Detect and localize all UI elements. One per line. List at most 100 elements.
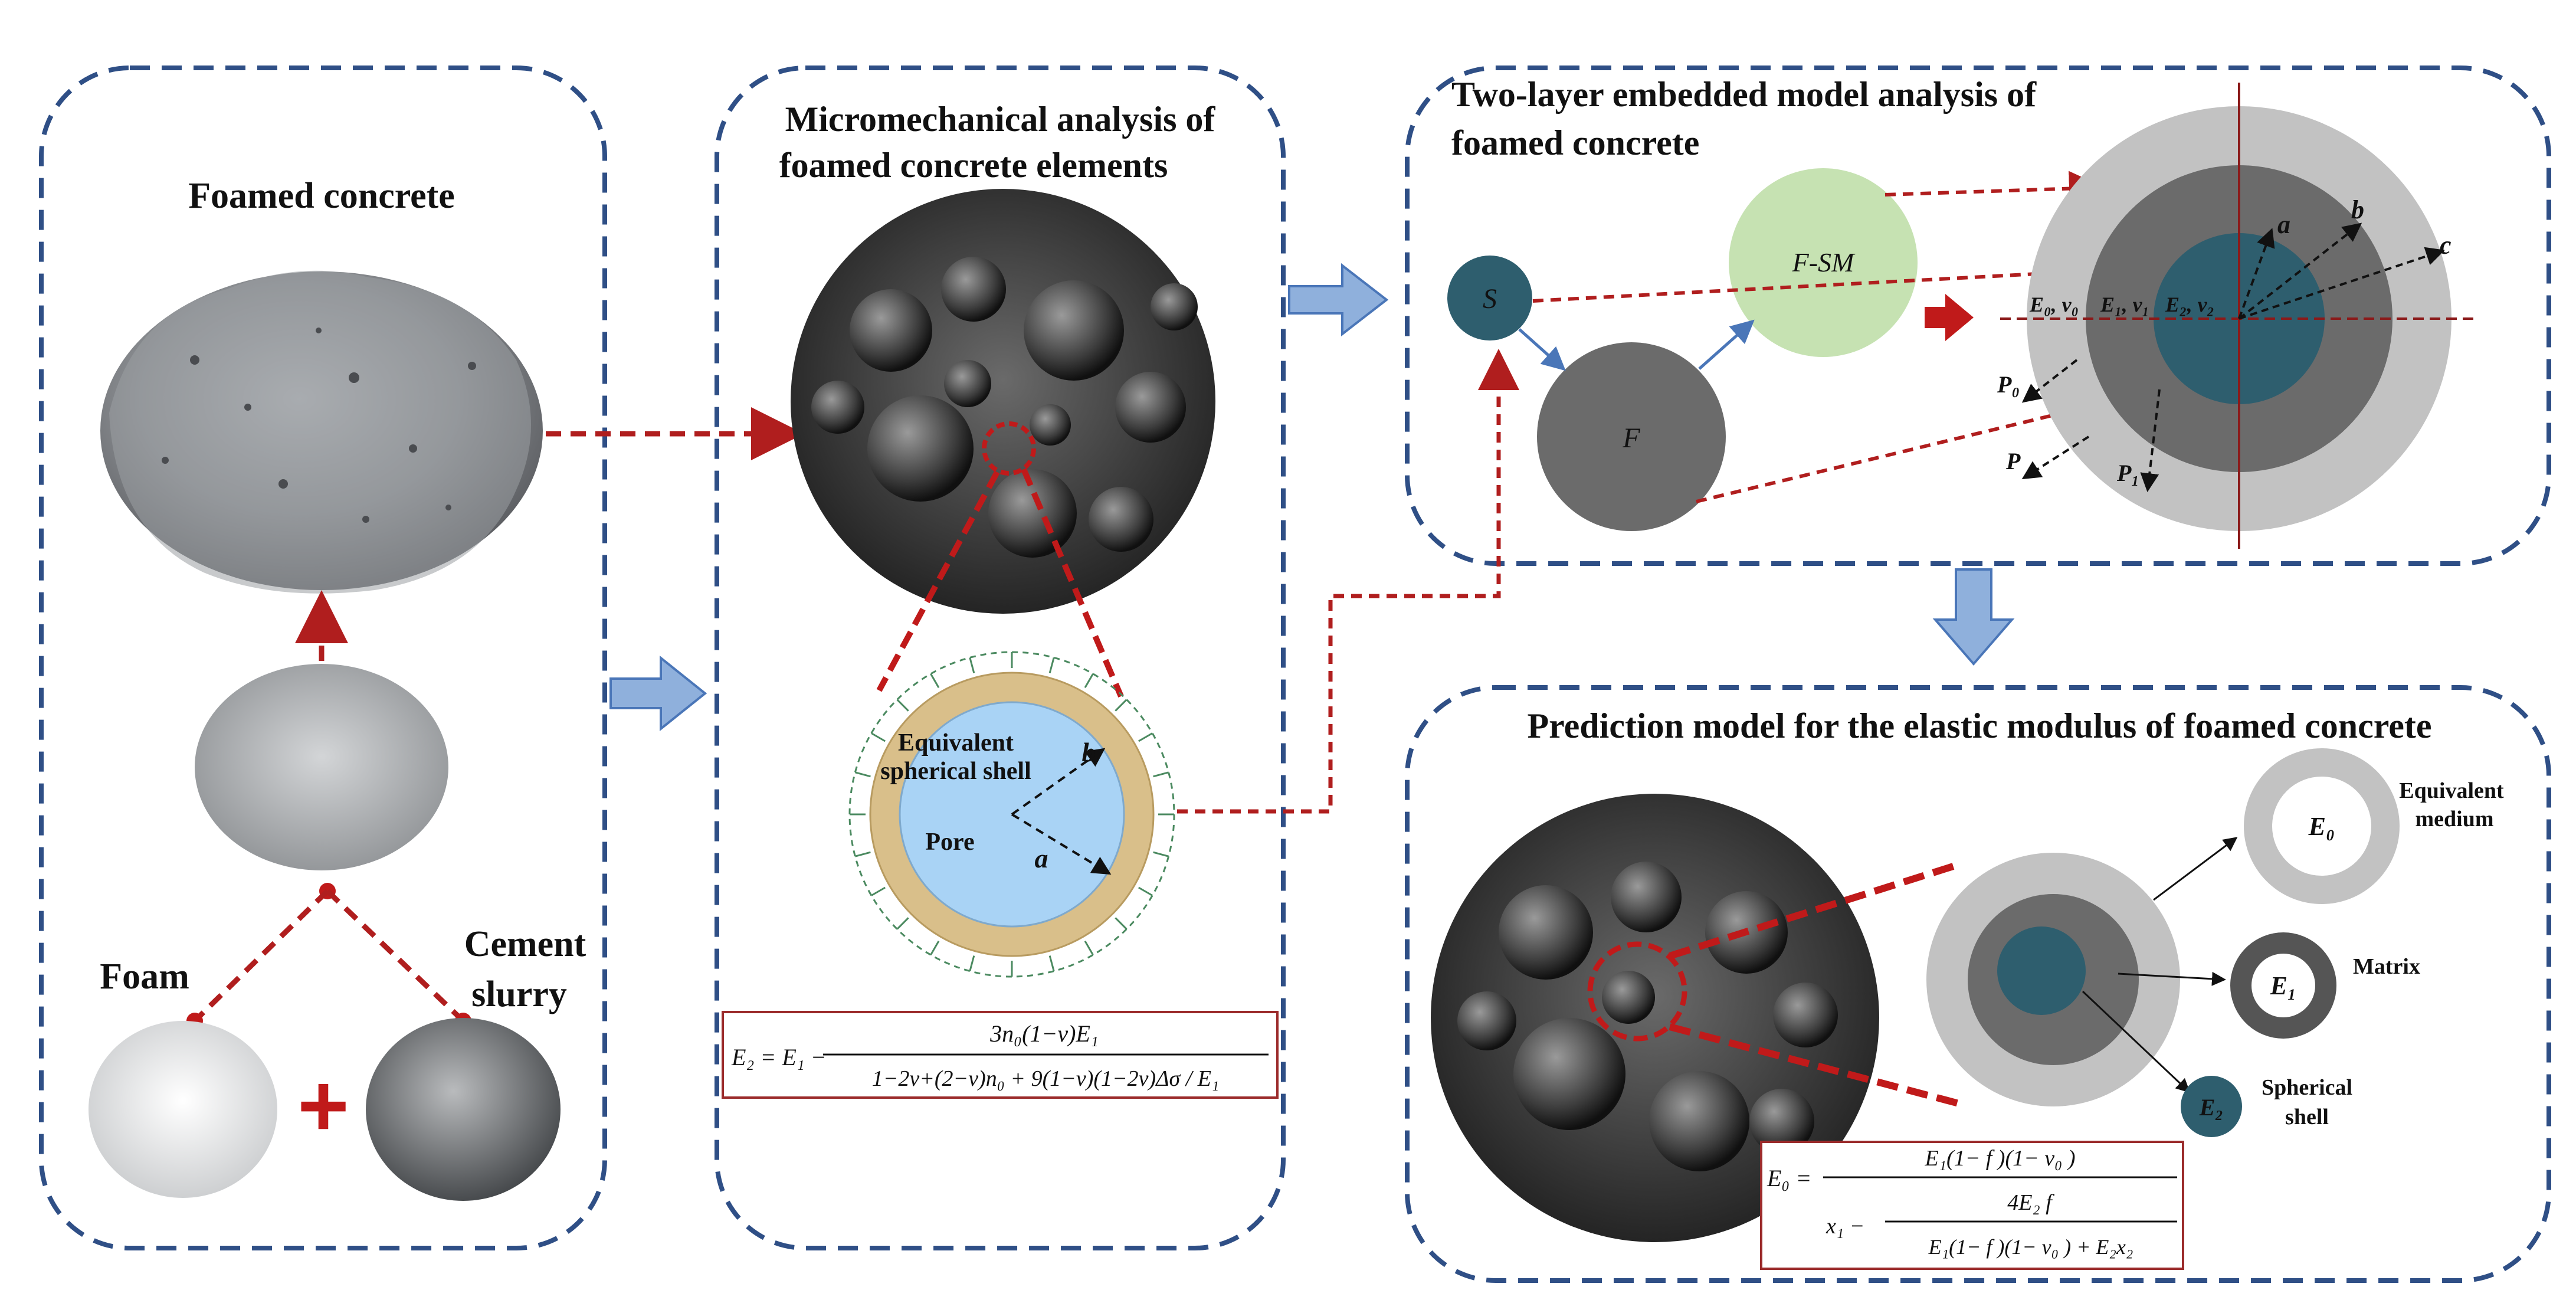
e2-dot — [2181, 1076, 2242, 1137]
pressure-p1: P₁ — [2116, 460, 2139, 486]
zoom-line-bottom-2 — [1669, 1023, 1960, 1107]
radius-b: b — [2351, 195, 2364, 224]
pressure-arrow — [896, 699, 909, 712]
arrow-to-e0 — [2153, 837, 2238, 901]
zoom-line-left — [876, 470, 1000, 692]
spherical-shell-1: Spherical — [2262, 1075, 2352, 1100]
panel-prediction-model — [1405, 685, 2551, 1283]
e1-label: E₁ — [2270, 971, 2297, 1000]
zoom-line-bottom-1 — [1669, 861, 1960, 960]
cement-slurry-mix-photo — [195, 664, 448, 870]
radius-b-label: b — [1082, 737, 1096, 767]
formula-box-e2: E₂ = E₁ − 3n₀(1−v)E₁ 1−2v+(2−v)n₀ + 9(1−… — [722, 1011, 1279, 1099]
pressure-arrow — [1115, 917, 1128, 930]
pressure-arrow — [854, 851, 871, 857]
radius-c: c — [2440, 231, 2452, 260]
pore-label: Pore — [925, 829, 974, 856]
foam-photo — [89, 1021, 277, 1198]
flow-arrow-p3-to-p4 — [1932, 568, 2015, 666]
pressure-arrow — [930, 673, 940, 688]
layer-prop-2: E₂, v₂ — [2165, 293, 2214, 316]
pressure-p: P — [2005, 448, 2021, 474]
node-s — [1447, 256, 1532, 340]
plus-sign: + — [297, 1056, 349, 1155]
equivalent-medium-1: Equivalent — [2399, 778, 2504, 803]
equivalent-shell-label-1: Equivalent — [898, 729, 1014, 757]
formula1-numerator: 3n₀(1−v)E₁ — [989, 1020, 1099, 1047]
panel-foamed-concrete — [39, 66, 607, 1250]
edge-s-to-f — [1518, 328, 1566, 371]
pressure-arrows — [850, 652, 1174, 977]
node-fsm-label: F-SM — [1792, 247, 1856, 277]
formula2-lhs: E₀ = — [1767, 1165, 1811, 1191]
e0-ring — [2244, 748, 2400, 904]
spherical-shell-2: shell — [2285, 1105, 2329, 1129]
formula2-x1: x₁ − — [1826, 1214, 1864, 1239]
flow-arrow-p2-to-p3 — [1288, 263, 1389, 337]
e1-ring — [2230, 932, 2336, 1039]
flow-arrow-p1-to-p2 — [609, 655, 707, 732]
pressure-arrow — [969, 955, 975, 972]
sem-bottom-highlight — [1587, 941, 1687, 1042]
node-f-label: F — [1622, 423, 1640, 454]
panel2-title-line1: Micromechanical analysis of — [785, 100, 1216, 139]
connector-foam — [192, 889, 330, 1023]
panel1-title: Foamed concrete — [188, 176, 455, 216]
e0-label: E₀ — [2308, 812, 2335, 841]
panel-two-layer-model — [1405, 66, 2551, 566]
connector-cement — [325, 889, 466, 1023]
arrow-to-e2 — [2082, 990, 2191, 1093]
node-s-label: S — [1483, 283, 1497, 315]
node-fsm — [1729, 168, 1918, 357]
panel2-title-line2: foamed concrete elements — [779, 146, 1168, 185]
sem-image-top — [791, 189, 1215, 614]
pressure-arrow — [871, 886, 886, 896]
formula2-inner-numerator: 4E₂ f — [2007, 1190, 2054, 1215]
pressure-arrow — [969, 657, 975, 673]
layer-prop-0: E₀, v₀ — [2029, 293, 2079, 316]
pressure-arrow — [854, 771, 871, 778]
zoom-line-right — [1021, 468, 1124, 698]
formula2-numerator: E₁(1− f )(1− v₀ ) — [1925, 1146, 2076, 1171]
equivalent-shell-label-2: spherical shell — [880, 758, 1031, 785]
formula1-lhs: E₂ = E₁ − — [731, 1044, 827, 1070]
pressure-p0: P₀ — [1997, 371, 2020, 398]
equivalent-medium-2: medium — [2416, 807, 2494, 831]
cement-label-line2: slurry — [471, 974, 567, 1014]
pressure-arrow — [1084, 673, 1094, 688]
foamed-concrete-photo — [100, 270, 543, 594]
node-f — [1537, 342, 1726, 531]
radius-a-label: a — [1035, 843, 1048, 873]
formula1-denominator: 1−2v+(2−v)n₀ + 9(1−v)(1−2v)Δσ / E₁ — [872, 1066, 1219, 1091]
panel-micromechanical — [715, 66, 1286, 1250]
cement-label-line1: Cement — [464, 924, 586, 964]
pressure-arrow — [1153, 771, 1169, 778]
sem-image-bottom — [1431, 794, 1879, 1242]
connector-fsm-to-outer — [1885, 171, 2105, 207]
pressure-arrow — [930, 941, 940, 955]
panel3-title-line2: foamed concrete — [1451, 123, 1699, 162]
pressure-arrow — [1115, 699, 1128, 712]
foam-label: Foam — [100, 957, 189, 997]
pressure-arrow — [1138, 732, 1153, 742]
composite-sphere — [1926, 853, 2180, 1106]
pressure-arrow — [1153, 851, 1169, 857]
transform-arrow — [1925, 294, 1974, 341]
layer-prop-1: E₁, v₁ — [2100, 293, 2149, 316]
formula-box-e0: E₀ = E₁(1− f )(1− v₀ ) x₁ − 4E₂ f E₁(1− … — [1760, 1141, 2184, 1270]
pressure-arrow — [1084, 941, 1094, 955]
spherical-shell-diagram — [848, 651, 1175, 978]
matrix-label: Matrix — [2353, 954, 2420, 979]
connector-s-to-core — [1532, 254, 2110, 303]
pressure-arrow — [1048, 657, 1055, 673]
cement-photo — [366, 1018, 561, 1201]
pressure-arrow — [1048, 955, 1055, 972]
formula2-inner-denominator: E₁(1− f )(1− v₀ ) + E₂x₂ — [1928, 1235, 2133, 1259]
two-layer-sphere — [2000, 83, 2475, 549]
pressure-arrow — [1138, 886, 1153, 896]
e2-label: E₂ — [2199, 1094, 2224, 1121]
pressure-arrow — [871, 732, 886, 742]
panel4-title: Prediction model for the elastic modulus… — [1527, 706, 2431, 745]
sem-highlight-circle — [982, 421, 1036, 476]
